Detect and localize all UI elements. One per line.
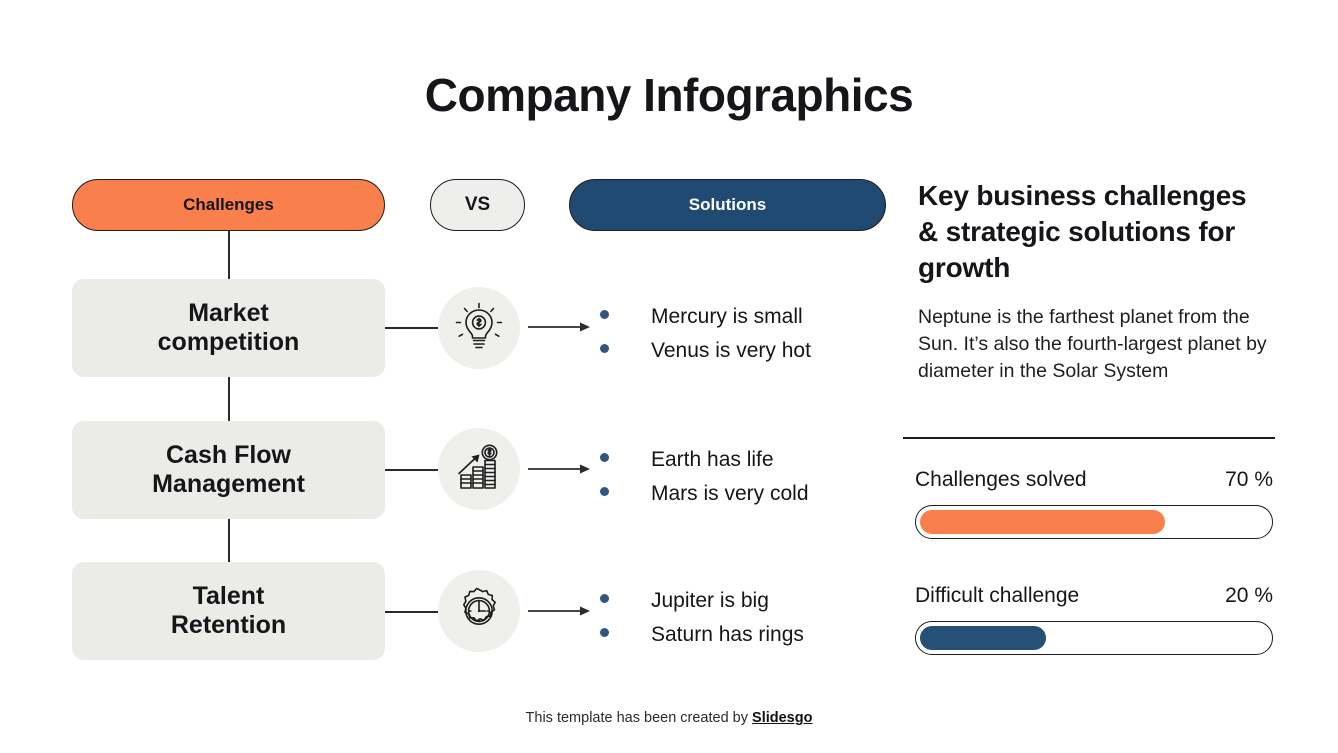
list-item: Saturn has rings bbox=[600, 618, 900, 652]
progress-fill bbox=[920, 510, 1165, 534]
challenge-card-1-line2: competition bbox=[157, 328, 300, 356]
challenge-card-2[interactable]: Cash Flow Management bbox=[72, 421, 385, 519]
solution-text: Venus is very hot bbox=[651, 339, 811, 363]
progress-value: 20 % bbox=[1225, 584, 1273, 607]
page-title: Company Infographics bbox=[424, 69, 914, 121]
spine-segment-2 bbox=[228, 377, 230, 421]
solution-list-2: Earth has life Mars is very cold bbox=[600, 443, 900, 511]
solutions-pill[interactable]: Solutions bbox=[569, 179, 886, 231]
list-item: Venus is very hot bbox=[600, 334, 900, 368]
vs-pill[interactable]: VS bbox=[430, 179, 525, 231]
list-item: Mercury is small bbox=[600, 300, 900, 334]
lightbulb-dollar-icon bbox=[438, 287, 520, 369]
progress-label: Difficult challenge bbox=[915, 584, 1080, 607]
challenges-pill[interactable]: Challenges bbox=[72, 179, 385, 231]
spine-segment-1 bbox=[228, 231, 230, 279]
progress-value: 70 % bbox=[1225, 468, 1273, 491]
connector-card-to-icon-3 bbox=[385, 611, 438, 613]
slidesgo-link[interactable]: Slidesgo bbox=[752, 710, 813, 726]
progress-label: Challenges solved bbox=[915, 468, 1087, 491]
challenge-card-2-line1: Cash Flow bbox=[165, 440, 291, 469]
challenge-card-3-line2: Retention bbox=[170, 611, 287, 639]
solution-text: Earth has life bbox=[651, 448, 774, 471]
challenge-card-3[interactable]: Talent Retention bbox=[72, 562, 385, 660]
bullet-dot-icon bbox=[600, 594, 609, 603]
bullet-dot-icon bbox=[600, 453, 609, 462]
challenge-card-3-line1: Talent bbox=[192, 581, 265, 610]
arrow-icon-3 bbox=[528, 606, 590, 616]
spine-segment-3 bbox=[228, 519, 230, 562]
challenge-card-1-line1: Market bbox=[188, 298, 269, 327]
solution-text: Saturn has rings bbox=[651, 623, 804, 647]
footer-credit: This template has been created by Slides… bbox=[0, 710, 1338, 726]
panel-divider bbox=[903, 437, 1275, 439]
progress-fill bbox=[920, 626, 1046, 650]
progress-group-challenges-solved: Challenges solved 70 % bbox=[915, 468, 1273, 539]
solution-list-1: Mercury is small Venus is very hot bbox=[600, 300, 900, 368]
bullet-dot-icon bbox=[600, 487, 609, 497]
solution-text: Mercury is small bbox=[651, 305, 803, 328]
challenge-card-1[interactable]: Market competition bbox=[72, 279, 385, 377]
footer-text: This template has been created by bbox=[525, 710, 753, 726]
solution-text: Jupiter is big bbox=[651, 589, 769, 612]
bullet-dot-icon bbox=[600, 344, 609, 354]
solutions-pill-label: Solutions bbox=[688, 195, 767, 214]
challenges-pill-label: Challenges bbox=[183, 195, 274, 214]
connector-card-to-icon-1 bbox=[385, 327, 438, 329]
summary-panel: Key business challenges & strategic solu… bbox=[918, 178, 1273, 385]
arrow-icon-1 bbox=[528, 322, 590, 332]
growth-chart-coin-icon bbox=[438, 428, 520, 510]
progress-group-difficult-challenge: Difficult challenge 20 % bbox=[915, 584, 1273, 655]
vs-pill-label: VS bbox=[464, 194, 491, 215]
progress-track[interactable] bbox=[915, 505, 1273, 539]
solution-list-3: Jupiter is big Saturn has rings bbox=[600, 584, 900, 652]
bullet-dot-icon bbox=[600, 628, 609, 638]
list-item: Jupiter is big bbox=[600, 584, 900, 618]
panel-body-text: Neptune is the farthest planet from the … bbox=[918, 306, 1267, 383]
bullet-dot-icon bbox=[600, 310, 609, 319]
progress-track[interactable] bbox=[915, 621, 1273, 655]
list-item: Earth has life bbox=[600, 443, 900, 477]
solution-text: Mars is very cold bbox=[651, 482, 809, 506]
challenge-card-2-line2: Management bbox=[152, 470, 305, 498]
panel-heading: Key business challenges & strategic solu… bbox=[918, 180, 1247, 283]
list-item: Mars is very cold bbox=[600, 477, 900, 511]
gear-clock-icon bbox=[438, 570, 520, 652]
arrow-icon-2 bbox=[528, 464, 590, 474]
connector-card-to-icon-2 bbox=[385, 469, 438, 471]
